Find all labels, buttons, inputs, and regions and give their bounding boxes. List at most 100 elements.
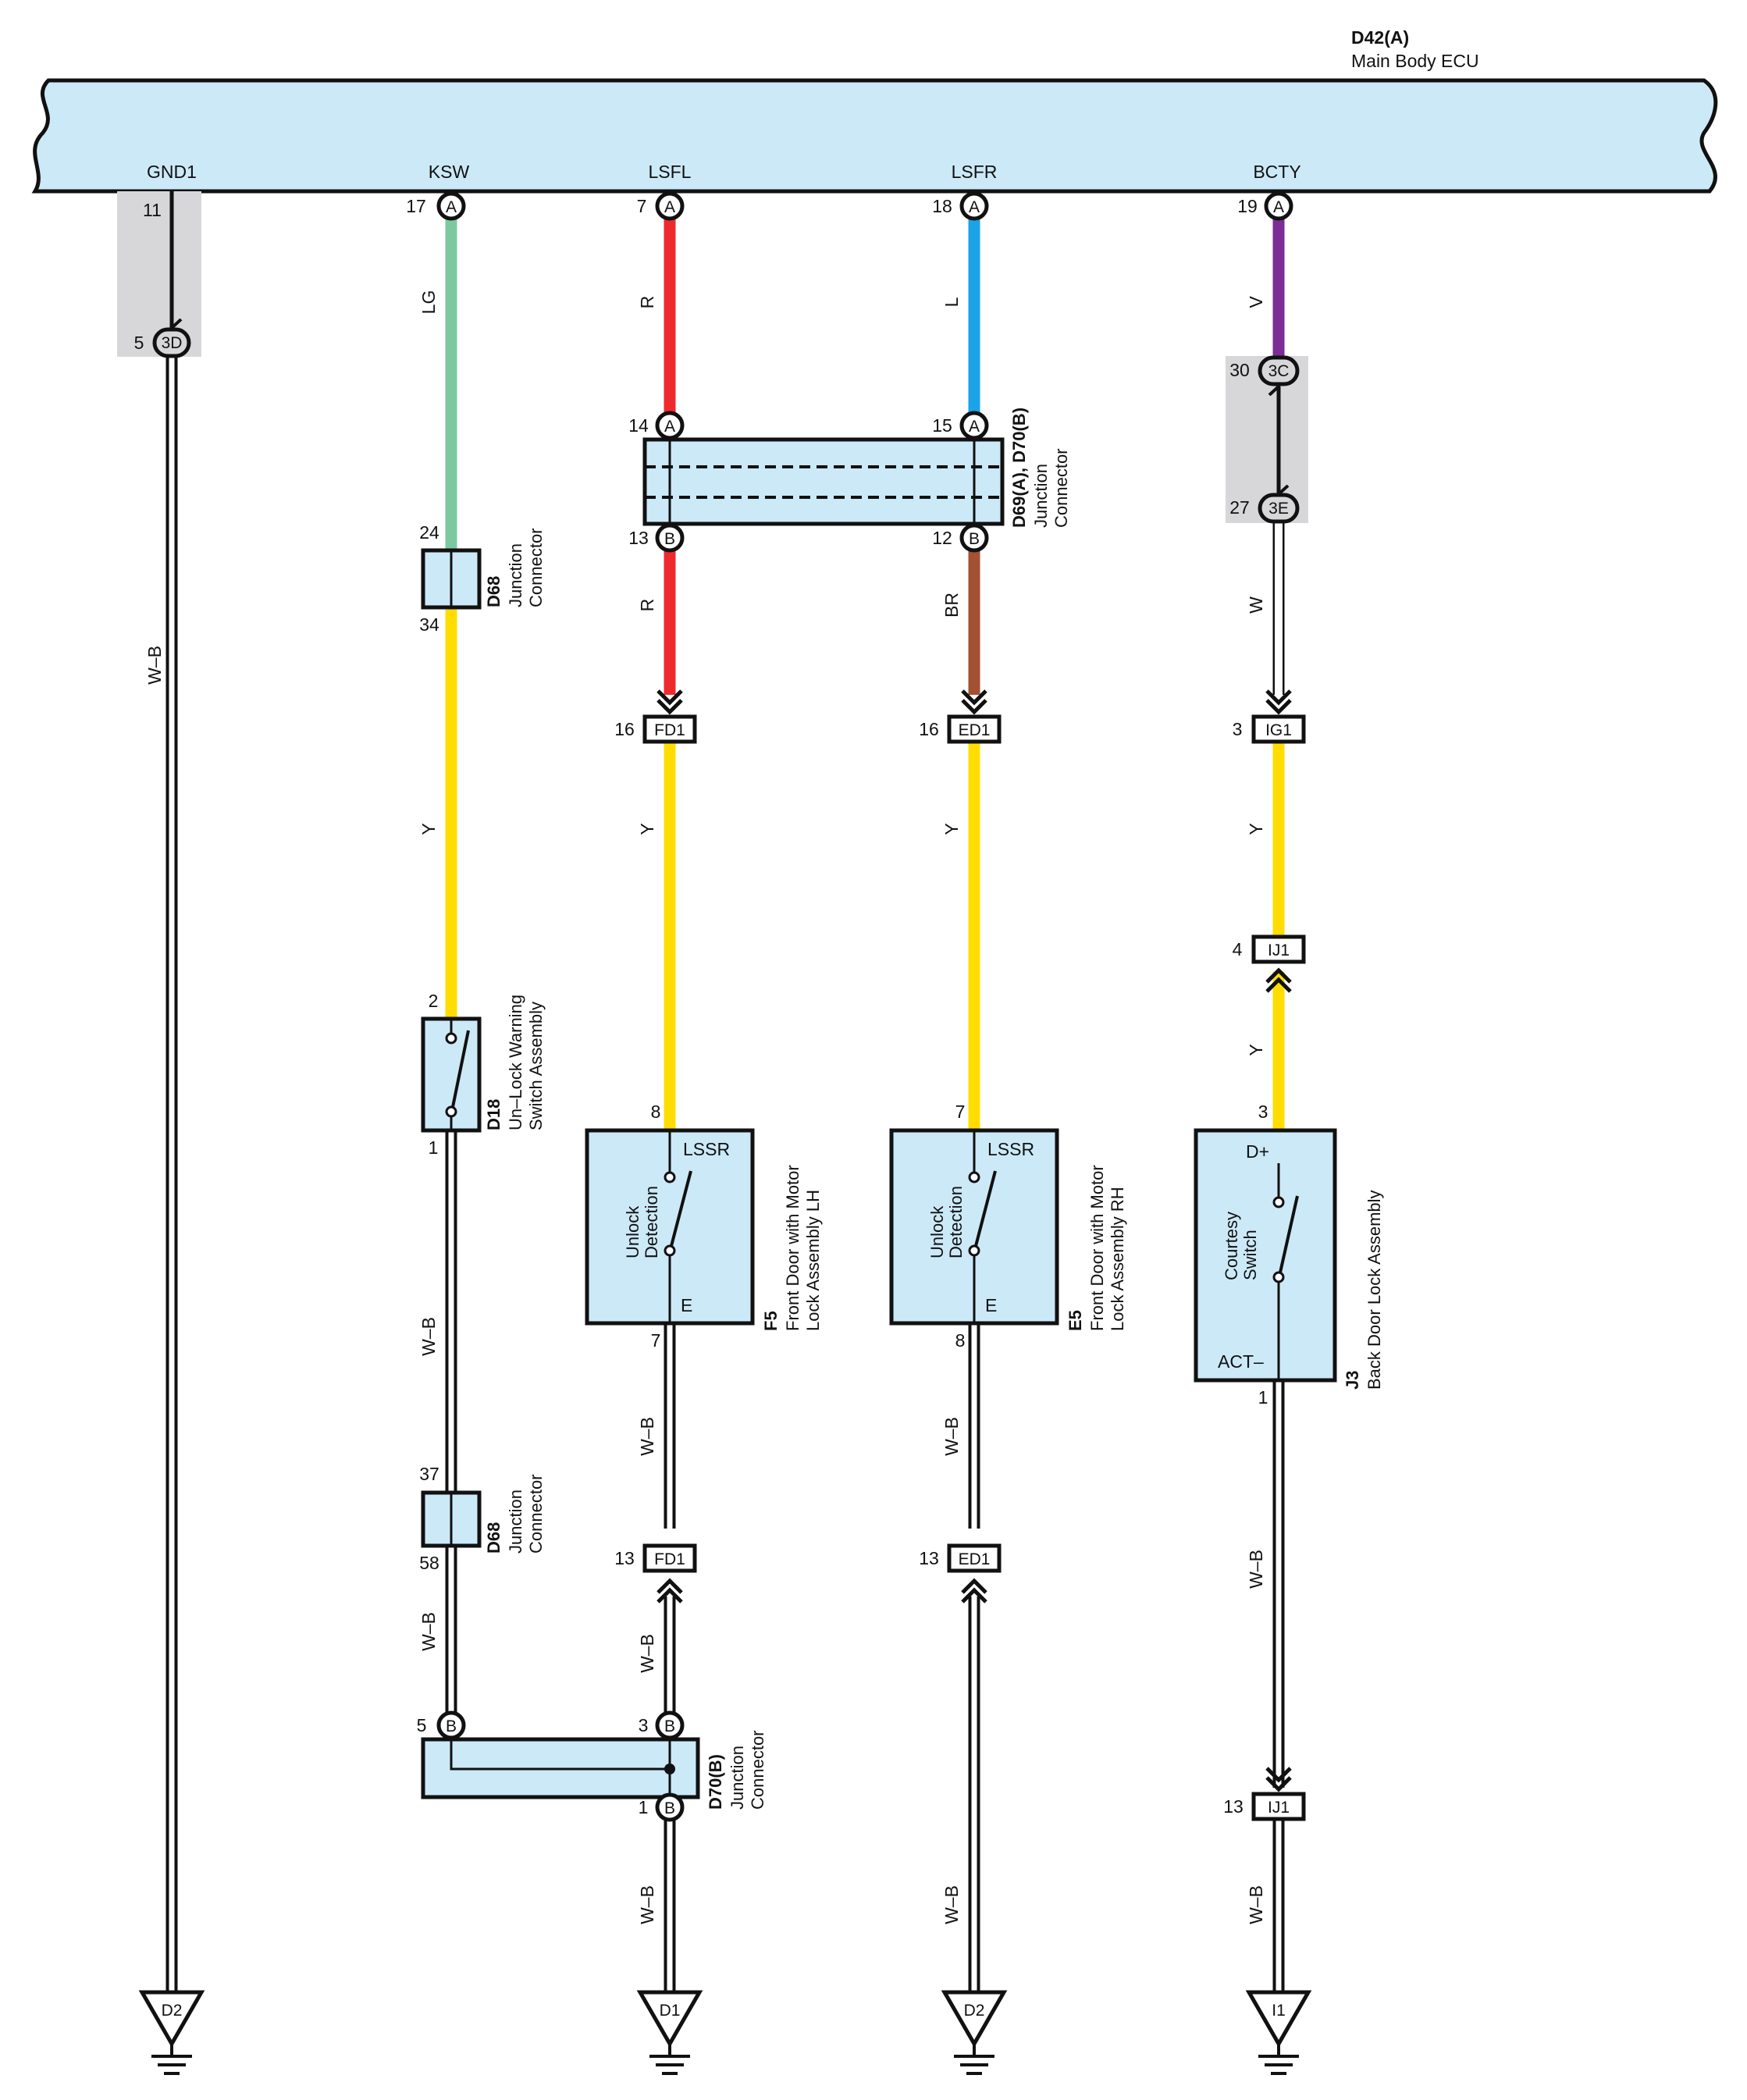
component-name: Switch Assembly [526, 1002, 546, 1130]
connector-b-label: B [969, 530, 980, 548]
pin-number: 13 [614, 1548, 635, 1568]
wire-color-label: R [637, 599, 657, 612]
pin-number: 8 [955, 1330, 966, 1351]
connector-b [655, 1710, 685, 1740]
pin-number: 3 [639, 1715, 649, 1735]
connector-arrow [961, 1578, 987, 1603]
wire-color-label: W–B [941, 1417, 962, 1456]
terminal-label: LSSR [683, 1139, 730, 1159]
component-name: Lock Assembly RH [1108, 1187, 1127, 1331]
connector-a-label: A [1273, 198, 1284, 216]
pin-number: 34 [419, 614, 439, 635]
wire-color-label: W [1246, 596, 1266, 614]
pin-number: 18 [932, 196, 952, 216]
component-code: D69(A), D70(B) [1009, 408, 1029, 528]
pin-number: 13 [919, 1548, 939, 1568]
terminal-gnd1: GND1 [147, 162, 197, 182]
wire-color-label: Y [1246, 823, 1266, 835]
wire-color-label: V [1246, 296, 1266, 308]
component-code: D68 [484, 1522, 503, 1554]
connector-a [959, 411, 989, 440]
connector-fd1 [642, 714, 697, 744]
pin-number: 7 [637, 196, 647, 216]
pin-number: 13 [628, 528, 649, 548]
terminal-ksw: KSW [429, 162, 470, 182]
connector-a-label: A [446, 198, 457, 216]
wire-color-label: W–B [637, 1417, 657, 1456]
wire-color-label: W–B [418, 1612, 439, 1651]
switch-contact [451, 1030, 470, 1108]
connector-b [655, 1792, 685, 1822]
connector-arrow [1265, 689, 1292, 715]
component-name: Connector [526, 528, 546, 607]
wire-color-label: W–B [144, 646, 165, 685]
ksw-circuit: A 17 LG 24 34 D68 Junction Connector Y 2… [406, 191, 546, 1712]
connector-a-label: A [969, 418, 980, 436]
connector-b-label: B [446, 1717, 457, 1735]
ground-label: D2 [964, 2002, 985, 2020]
component-name: Connector [748, 1730, 767, 1810]
connector-ig1-label: IG1 [1265, 721, 1292, 739]
ground-label: D1 [660, 2002, 681, 2020]
wire-color-label: W–B [1246, 1550, 1266, 1589]
component-name: Connector [1051, 448, 1071, 528]
pin-number: 1 [429, 1137, 439, 1158]
pin-number: 16 [614, 719, 635, 739]
connector-ed1 [947, 1543, 1002, 1573]
terminal-label: D+ [1246, 1141, 1269, 1162]
e5-label: E5 Front Door with Motor Lock Assembly R… [1066, 1165, 1127, 1331]
connector-ij1-label: IJ1 [1268, 1799, 1290, 1817]
terminal-label: ACT– [1218, 1351, 1264, 1372]
gnd1-circuit: 3D 11 5 W–B [117, 191, 201, 2018]
connector-b-label: B [664, 530, 675, 548]
wire-color-label: W–B [1246, 1885, 1266, 1924]
inner-label-text: Detection [642, 1186, 661, 1258]
terminal-label: E [681, 1295, 692, 1315]
component-name: Lock Assembly LH [803, 1190, 823, 1331]
pin-number: 27 [1229, 497, 1250, 518]
lsfr-circuit: A 18 L A 15 B 12 BR ED1 16 Y LSSR E Unlo… [889, 191, 1127, 2018]
d18-label: D18 Un–Lock Warning Switch Assembly [484, 995, 546, 1130]
pin-number: 1 [639, 1797, 649, 1817]
ecu-code: D42(A) [1351, 27, 1409, 48]
connector-b [959, 523, 989, 553]
connector-3c [1258, 355, 1300, 386]
wire-color-label: L [941, 297, 962, 307]
pin-number: 30 [1229, 360, 1250, 380]
component-name: Junction [506, 543, 525, 607]
pin-number: 5 [417, 1715, 427, 1735]
connector-b [436, 1710, 466, 1740]
connector-3c-label: 3C [1268, 362, 1290, 380]
connector-arrow [1265, 1767, 1292, 1792]
shaded-connector-area [117, 191, 201, 357]
component-name: Front Door with Motor [783, 1165, 802, 1331]
terminal-lsfr: LSFR [952, 162, 998, 182]
inner-label: Unlock Detection [927, 1186, 966, 1258]
ground-d2-right: D2 [941, 1990, 1008, 2075]
ground-label: D2 [162, 2002, 183, 2020]
inner-label: Unlock Detection [623, 1186, 661, 1258]
wire-color-label: W–B [418, 1317, 439, 1356]
connector-3e-label: 3E [1268, 500, 1289, 518]
pin-number: 1 [1258, 1387, 1268, 1408]
j3-label: J3 Back Door Lock Assembly [1343, 1190, 1384, 1390]
d69-junction-body [642, 437, 1005, 526]
ground-label: I1 [1272, 2002, 1286, 2020]
inner-label: Courtesy Switch [1222, 1212, 1260, 1280]
pin-number: 7 [651, 1330, 661, 1351]
wire-color-label: BR [941, 593, 962, 618]
connector-arrow [656, 1578, 683, 1603]
wire-color-label: LG [418, 290, 439, 315]
pin-number: 37 [419, 1464, 439, 1484]
component-code: J3 [1343, 1371, 1362, 1390]
splice-point [664, 1764, 675, 1774]
connector-3d-label: 3D [162, 334, 183, 352]
pin-number: 16 [919, 719, 939, 739]
connector-ij1 [1251, 934, 1306, 964]
connector-fd1-label: FD1 [654, 1550, 685, 1568]
pin-number: 7 [955, 1102, 966, 1122]
wire-color-label: Y [637, 823, 657, 835]
connector-ij1-label: IJ1 [1268, 941, 1290, 959]
connector-ed1-label: ED1 [959, 1550, 991, 1568]
